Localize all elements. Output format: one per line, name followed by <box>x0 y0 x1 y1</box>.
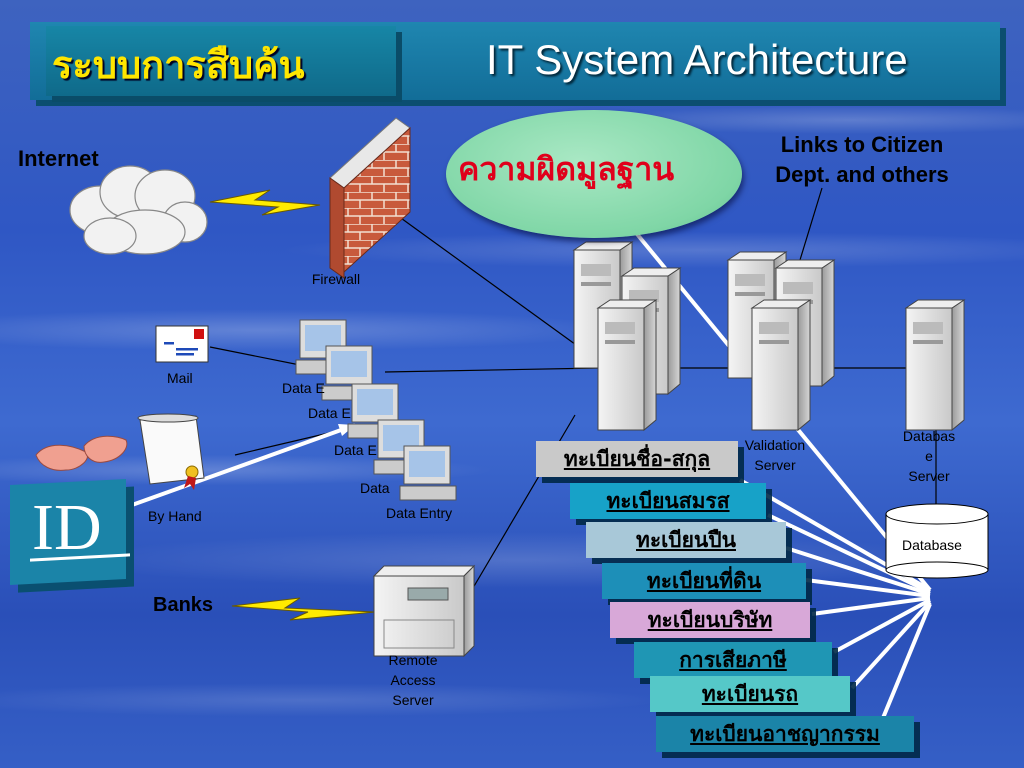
hub-label: ความผิดมูลฐาน <box>458 150 675 188</box>
database-server-line: Server <box>908 468 950 484</box>
links-label-line: Links to Citizen <box>780 132 944 157</box>
remote-server-icon <box>372 564 476 658</box>
category-box: ทะเบียนอาชญากรรม <box>656 716 914 752</box>
remote-access-label: Remote Access Server <box>380 650 446 710</box>
category-box: ทะเบียนสมรส <box>570 483 766 519</box>
links-label-line: Dept. and others <box>775 162 949 187</box>
server-icon <box>750 299 812 432</box>
data-entry-label: Data Entry <box>386 505 453 521</box>
computer-icon <box>347 383 405 439</box>
category-box: ทะเบียนรถ <box>650 676 850 712</box>
computer-icon <box>321 345 379 401</box>
connector-lines <box>209 187 937 611</box>
firewall-icon <box>329 117 411 279</box>
lightning-icon <box>209 189 321 216</box>
validation-line: Validation <box>744 437 806 453</box>
validation-line: Server <box>754 457 796 473</box>
hub-ellipse <box>446 110 742 238</box>
data-flow-arrows <box>131 226 932 736</box>
category-box: ทะเบียนปืน <box>586 522 786 558</box>
lightning-icon <box>231 597 376 621</box>
database-server-label: Databas e Server <box>896 426 962 486</box>
category-box: ทะเบียนบริษัท <box>610 602 810 638</box>
title-thai-panel <box>46 26 396 96</box>
database-server-line: Databas <box>902 428 956 444</box>
page-title: IT System Architecture <box>486 36 908 83</box>
validation-server-label: Validation Server <box>734 435 816 475</box>
category-box: ทะเบียนที่ดิน <box>602 563 806 599</box>
hands-icon <box>35 435 128 471</box>
computer-icon <box>399 445 457 501</box>
data-entry-computers <box>295 319 457 501</box>
by-hand-label: By Hand <box>148 508 202 524</box>
remote-access-line: Remote <box>388 652 438 668</box>
id-label: ID <box>32 491 102 564</box>
data-entry-label: Data <box>360 480 390 496</box>
internet-label: Internet <box>18 146 99 171</box>
remote-access-line: Server <box>392 692 434 708</box>
server-icon <box>596 299 658 432</box>
server-icon <box>904 299 966 432</box>
banks-label: Banks <box>153 594 214 616</box>
server-towers <box>572 241 966 432</box>
remote-access-line: Access <box>390 672 436 688</box>
database-server-line: e <box>925 448 933 464</box>
database-icon <box>885 503 989 579</box>
cloud-icon <box>69 165 208 255</box>
database-label: Database <box>902 537 962 553</box>
category-box: ทะเบียนชื่อ-สกุล <box>536 441 738 477</box>
title-bar <box>30 22 1010 108</box>
data-entry-label: Data E <box>308 405 351 421</box>
mail-label: Mail <box>167 370 193 386</box>
category-box: การเสียภาษี <box>634 642 832 678</box>
document-icon <box>137 413 205 490</box>
mail-icon <box>155 325 209 363</box>
links-label: Links to Citizen Dept. and others <box>752 130 972 190</box>
data-entry-label: Data E <box>334 442 377 458</box>
data-entry-label: Data E <box>282 380 325 396</box>
firewall-label: Firewall <box>311 271 361 287</box>
page-title-thai: ระบบการสืบค้น <box>52 43 305 87</box>
